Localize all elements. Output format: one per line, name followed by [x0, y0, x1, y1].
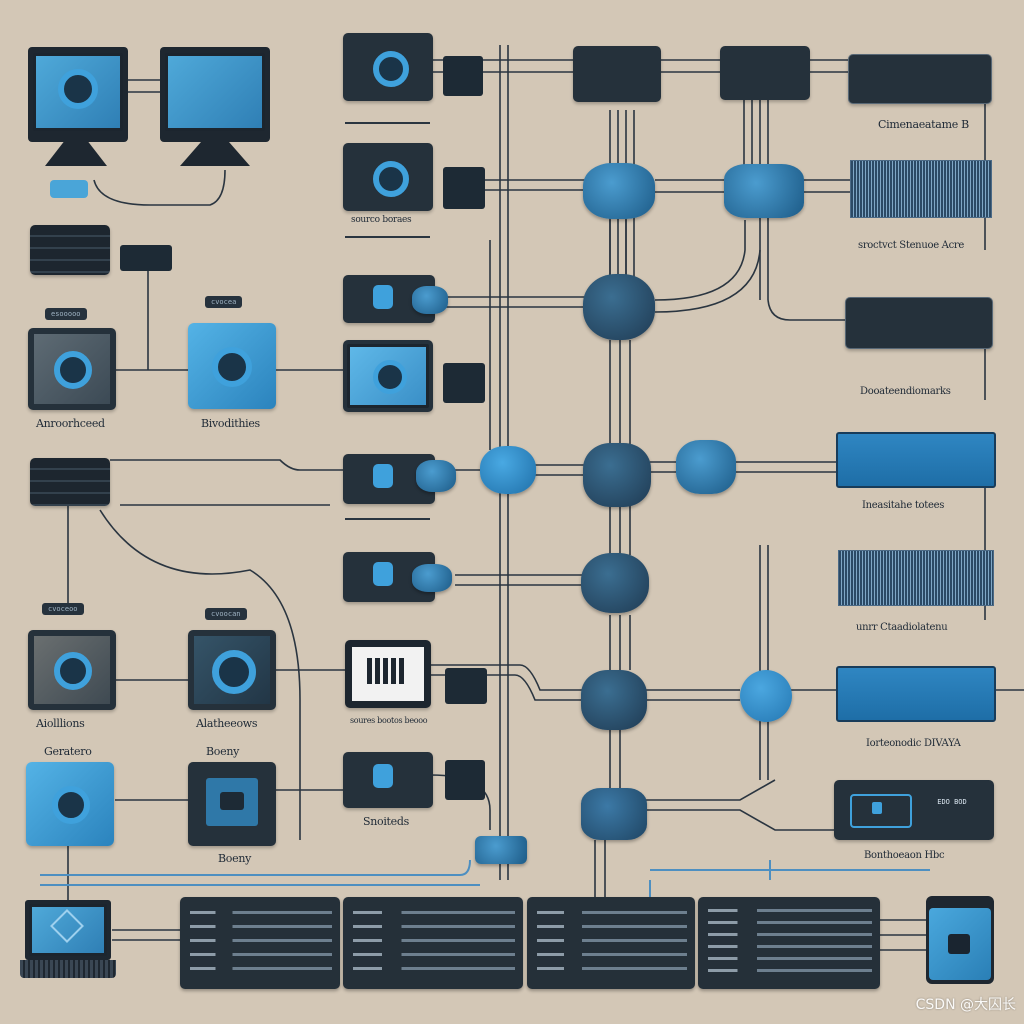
- storage-monitor: [345, 640, 431, 708]
- listing-panel-1: [180, 897, 340, 989]
- plug-socket: [416, 460, 456, 492]
- rack-tag: [120, 245, 172, 271]
- plug-device-4: [343, 752, 433, 808]
- connector-chip: [445, 668, 487, 704]
- data-bars: [838, 550, 994, 606]
- label-dimensions: Cimenaeatame B: [878, 118, 969, 131]
- hub-node: [581, 788, 647, 840]
- hub-node: [480, 446, 536, 494]
- screen-node: [188, 762, 276, 846]
- gear-icon: [373, 161, 409, 197]
- label-premium-tables: Ineasitahe totees: [862, 500, 945, 511]
- hub-node: [724, 164, 804, 218]
- hub-top-2: [720, 46, 810, 100]
- connector-chip: [443, 167, 485, 209]
- hub-top-1: [573, 46, 661, 102]
- gear-icon: [373, 51, 409, 87]
- hub-node: [581, 553, 649, 613]
- label-creator-access: sroctvct Stenuoe Acre: [858, 240, 965, 251]
- label-automation: Aiolllions: [36, 717, 85, 730]
- gear-icon: [58, 69, 98, 109]
- laptop: [25, 900, 111, 960]
- connector-chip: [443, 56, 483, 96]
- rack-mid: [845, 297, 993, 349]
- server-icon: [367, 658, 407, 684]
- listing-panel-2: [343, 897, 523, 989]
- label-automated-2: Alatheeows: [196, 717, 258, 730]
- gear-device-1: [343, 33, 433, 101]
- gear-icon: [373, 360, 407, 394]
- label-documental: Dooateendiomarks: [860, 386, 951, 397]
- hub-node: [581, 670, 647, 730]
- rack-unit: [30, 458, 110, 506]
- label-storage-devices: soures bootos beooo: [350, 716, 428, 725]
- rack-unit: [30, 225, 110, 275]
- label-infrastructure: Iorteonodic DIVAYA: [866, 738, 961, 749]
- usb-key: [50, 180, 88, 198]
- label-server-devices: sourco boraes: [351, 215, 412, 225]
- gear-icon: [52, 786, 90, 824]
- gear-device-2: [343, 143, 433, 211]
- automated-node: [28, 328, 116, 410]
- generator-node: [26, 762, 114, 846]
- label-environments: Bivodithies: [201, 417, 260, 430]
- gear-monitor: [343, 340, 433, 412]
- environments-node: [188, 323, 276, 409]
- blue-panel-1: [836, 432, 996, 488]
- gear-icon: [212, 650, 256, 694]
- label-bottom-right: Bonthoeaon Hbc: [864, 850, 945, 861]
- connector-chip: [443, 363, 485, 403]
- hub-node: [740, 670, 792, 722]
- hub-node: [676, 440, 736, 494]
- left-tag-3: cvoceoo: [42, 603, 84, 615]
- gear-icon: [54, 351, 92, 389]
- hub-node: [583, 274, 655, 340]
- monitor-right: [160, 47, 270, 142]
- listing-panel-4: [698, 897, 880, 989]
- rack-bottom: EDO BOD: [834, 780, 994, 840]
- hub-node: [583, 163, 655, 219]
- automation-node: [28, 630, 116, 710]
- label-generator: Geratero: [44, 745, 92, 758]
- blue-connector: [475, 836, 527, 864]
- storage-unit: [926, 896, 994, 984]
- left-tag-2: cvocea: [205, 296, 243, 308]
- label-unlock-connections: unrr Ctaadiolatenu: [856, 622, 948, 633]
- data-bars: [850, 160, 992, 218]
- listing-panel-3: [527, 897, 695, 989]
- hub-node: [583, 443, 651, 507]
- rack-tag: EDO BOD: [937, 798, 967, 806]
- blue-panel-2: [836, 666, 996, 722]
- divider: [345, 236, 430, 238]
- label-screen-2: Boeny: [218, 852, 252, 865]
- plug-socket: [412, 286, 448, 314]
- label-screen: Boeny: [206, 745, 240, 758]
- label-automated: Anroorhceed: [36, 417, 105, 430]
- monitor-left: [28, 47, 128, 142]
- watermark: CSDN @大囚长: [915, 997, 1016, 1013]
- laptop-base: [20, 960, 116, 978]
- left-tag-1: esooooo: [45, 308, 87, 320]
- plug-socket: [412, 564, 452, 592]
- gear-icon: [54, 652, 92, 690]
- divider: [345, 122, 430, 124]
- left-tag-4: cvoocan: [205, 608, 247, 620]
- automated-node-2: [188, 630, 276, 710]
- gear-icon: [212, 347, 252, 387]
- label-shields: Snoiteds: [363, 815, 409, 828]
- rack-top: [848, 54, 992, 104]
- divider: [345, 518, 430, 520]
- connector-chip: [445, 760, 485, 800]
